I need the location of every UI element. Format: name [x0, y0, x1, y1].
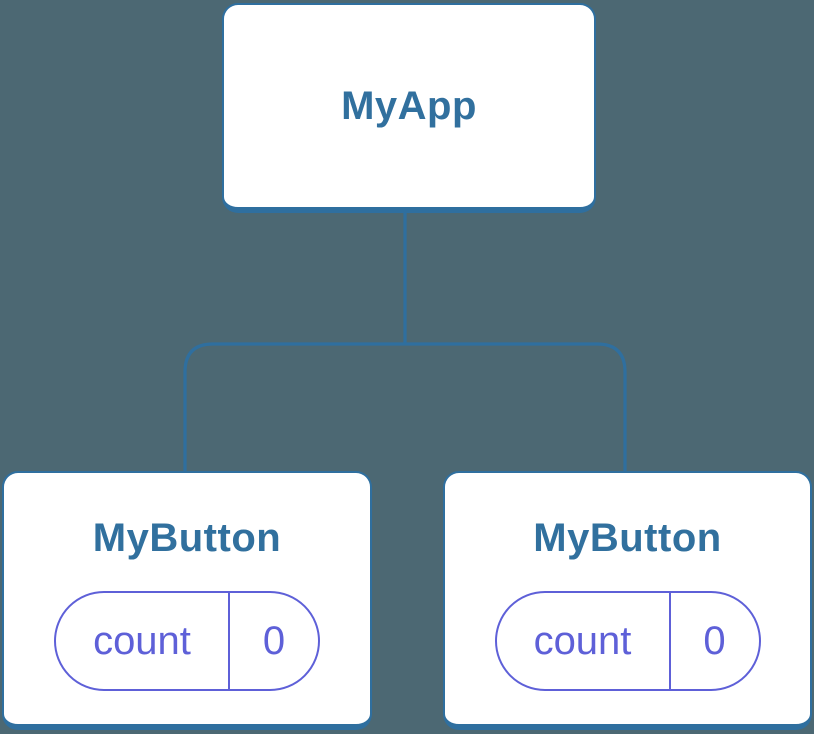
state-key: count [56, 593, 230, 689]
connector-branch [183, 342, 627, 473]
child-component-card-right: MyButton count 0 [443, 471, 812, 730]
state-pill: count 0 [494, 591, 761, 691]
child-component-label: MyButton [92, 516, 282, 560]
state-pill: count 0 [54, 591, 320, 691]
state-value: 0 [703, 618, 726, 663]
state-key: count [497, 593, 671, 689]
root-component-card: MyApp [222, 3, 596, 213]
child-component-card-left: MyButton count 0 [2, 471, 372, 730]
root-component-label: MyApp [341, 84, 477, 128]
state-value: 0 [262, 618, 286, 663]
child-component-label: MyButton [533, 516, 722, 560]
